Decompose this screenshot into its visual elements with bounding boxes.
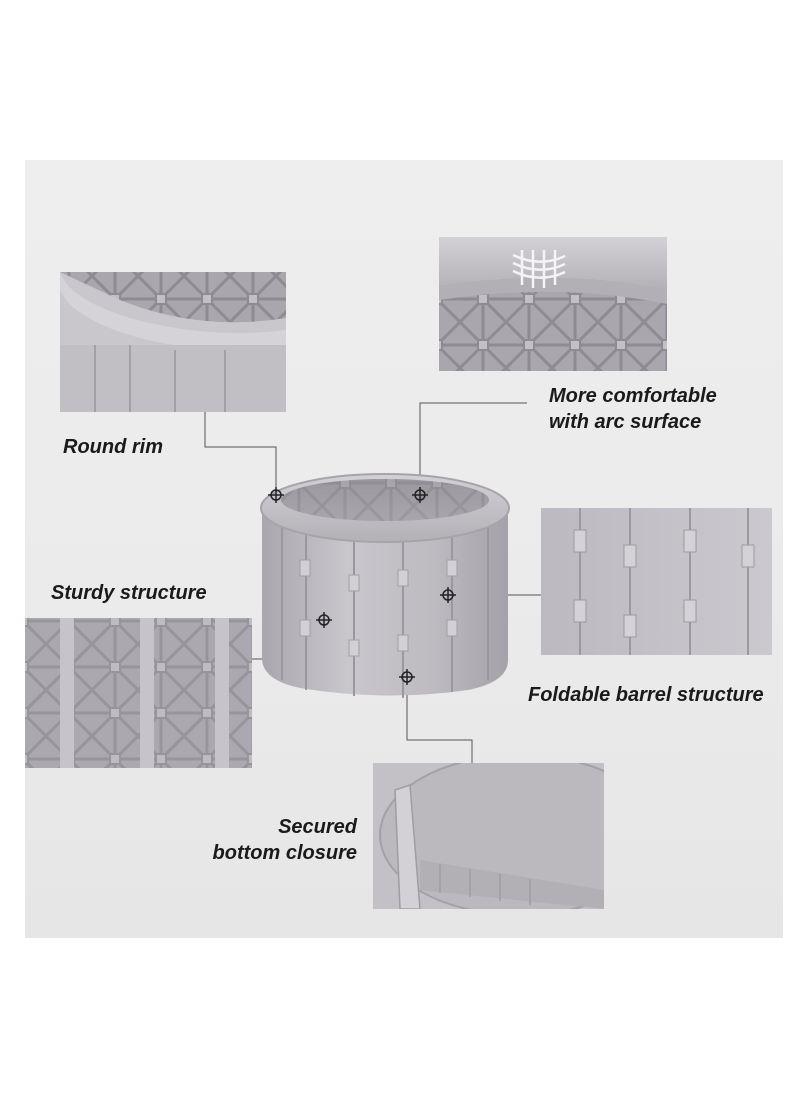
bottom-closure-detail-image	[373, 763, 604, 909]
arc-surface-detail-image	[439, 237, 667, 371]
sturdy-structure-detail-image	[25, 618, 252, 768]
foldable-barrel-label: Foldable barrel structure	[528, 684, 764, 706]
arc-surface-label: More comfortable with arc surface	[549, 385, 717, 433]
bottom-closure-label: Secured bottom closure	[212, 816, 357, 864]
round-rim-detail-image	[60, 272, 286, 412]
foldable-barrel-detail-image	[541, 508, 772, 655]
round-rim-label: Round rim	[63, 436, 163, 458]
sturdy-structure-label: Sturdy structure	[51, 582, 207, 604]
barrel-main-image	[260, 473, 510, 698]
target-markers	[268, 487, 456, 685]
